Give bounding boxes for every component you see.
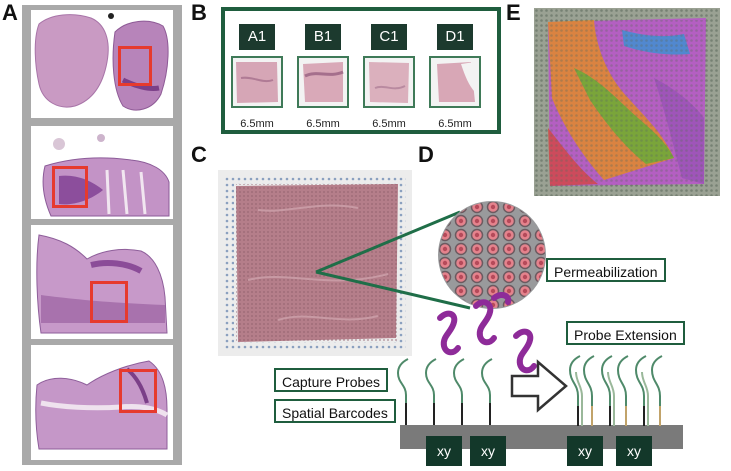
spot-array-graphic bbox=[438, 201, 546, 309]
he-slide-3 bbox=[31, 225, 173, 339]
mrna-strand-2 bbox=[473, 299, 497, 346]
he-slide-strip bbox=[22, 5, 182, 465]
chip-size-a1: 6.5mm bbox=[240, 118, 274, 130]
panel-label-b: B bbox=[191, 0, 207, 25]
mrna-strand-3 bbox=[491, 292, 512, 305]
extended-stems bbox=[591, 406, 661, 426]
zoom-line-top bbox=[315, 210, 461, 274]
mrna-molecules bbox=[437, 292, 537, 374]
mrna-strand-1 bbox=[437, 310, 461, 356]
tissue-section-3 bbox=[36, 234, 168, 334]
mrna-strand-4 bbox=[513, 328, 537, 374]
chip-label-b1: B1 bbox=[305, 24, 341, 50]
cluster-map-graphic bbox=[534, 8, 720, 196]
process-arrow-icon bbox=[510, 359, 568, 413]
chip-label-c1: C1 bbox=[371, 24, 407, 50]
panel-label-a: A bbox=[2, 0, 18, 25]
chip-label-d1: D1 bbox=[437, 24, 473, 50]
roi-box-1 bbox=[118, 46, 152, 86]
chip-label-a1: A1 bbox=[239, 24, 275, 50]
spot-array-zoom bbox=[437, 200, 547, 310]
tissue-section-2 bbox=[42, 134, 170, 217]
barcode-xy-2: xy bbox=[470, 436, 506, 466]
spatial-barcodes-label: Spatial Barcodes bbox=[274, 399, 396, 423]
permeabilization-label: Permeabilization bbox=[546, 258, 666, 282]
roi-box-4 bbox=[119, 369, 157, 413]
chip-size-c1: 6.5mm bbox=[372, 118, 406, 130]
capture-area-a1 bbox=[231, 56, 283, 108]
capture-area-d1 bbox=[429, 56, 481, 108]
roi-box-3 bbox=[90, 281, 128, 323]
capture-probes bbox=[396, 358, 493, 425]
capture-area-b1 bbox=[297, 56, 349, 108]
roi-box-2 bbox=[52, 166, 88, 208]
extended-probes bbox=[568, 355, 663, 426]
probe-extension-label: Probe Extension bbox=[566, 321, 685, 345]
barcode-xy-4: xy bbox=[616, 436, 652, 466]
spatial-cluster-map bbox=[534, 8, 720, 196]
capture-area-frame: A1 B1 C1 D1 6.5mm 6.5mm 6.5mm 6.5mm bbox=[221, 7, 501, 134]
barcode-xy-3: xy bbox=[567, 436, 603, 466]
chip-size-b1: 6.5mm bbox=[306, 118, 340, 130]
capture-slide-graphic bbox=[218, 170, 412, 356]
zoom-line-bottom bbox=[315, 270, 471, 310]
he-slide-4 bbox=[31, 345, 173, 460]
extended-probe-group bbox=[568, 355, 663, 426]
chip-size-d1: 6.5mm bbox=[438, 118, 472, 130]
extended-barcode-stems bbox=[577, 406, 645, 426]
he-slide-1 bbox=[31, 10, 173, 118]
panel-label-c: C bbox=[191, 142, 207, 167]
capture-probes-label: Capture Probes bbox=[274, 368, 389, 392]
panel-label-e: E bbox=[506, 0, 521, 25]
panel-label-d: D bbox=[418, 142, 434, 167]
tissue-section-1 bbox=[34, 13, 169, 111]
capture-probe-group bbox=[396, 358, 493, 425]
he-slide-2 bbox=[31, 126, 173, 219]
barcode-stems bbox=[405, 403, 491, 425]
barcode-xy-1: xy bbox=[426, 436, 462, 466]
capture-area-c1 bbox=[363, 56, 415, 108]
cdna-strands bbox=[575, 371, 649, 426]
capture-slide bbox=[218, 170, 412, 356]
